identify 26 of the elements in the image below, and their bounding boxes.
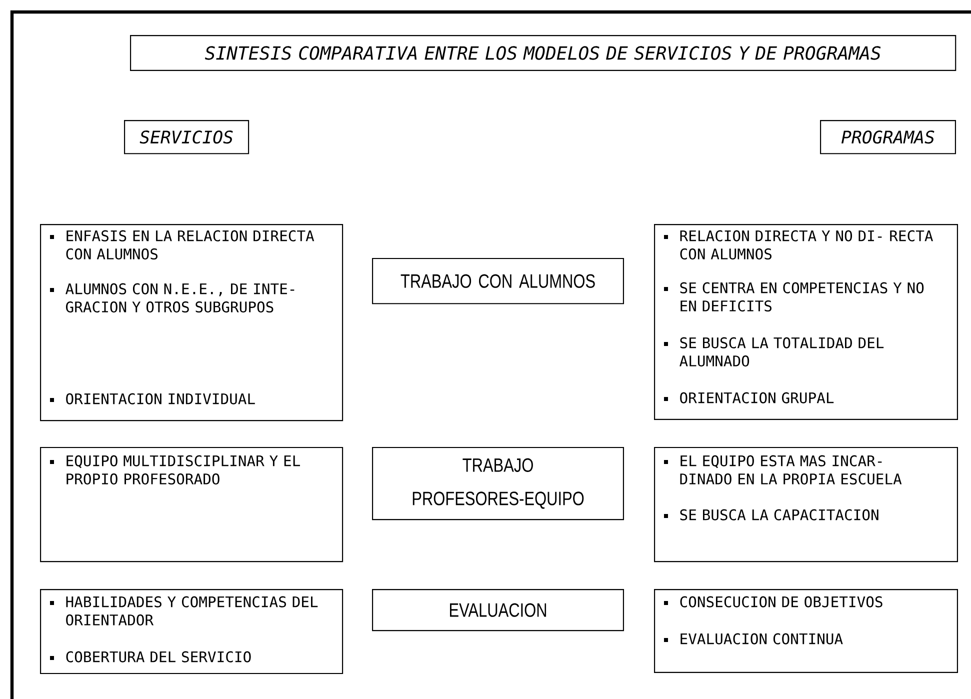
- list-box: [40, 447, 344, 562]
- list-item: RELACION DIRECTA Y NO DI- RECTA CON ALUMNOS: [664, 230, 933, 260]
- list-item: SE CENTRA EN COMPETENCIAS Y NO EN DEFICITS: [664, 282, 924, 312]
- list-box: [40, 224, 344, 422]
- list-item: ORIENTACION INDIVIDUAL: [50, 393, 255, 404]
- list-item: COBERTURA DEL SERVICIO: [50, 651, 251, 662]
- list-box: [654, 447, 958, 562]
- list-item: ORIENTACION GRUPAL: [664, 392, 834, 404]
- list-item: ALUMNOS CON N.E.E., DE INTE- GRACION Y OTROS SUBGRUPOS: [50, 283, 294, 312]
- category-box: EVALUACION: [372, 589, 624, 632]
- list-item: EQUIPO MULTIDISCIPLINAR Y EL PROPIO PROFESORADO: [50, 455, 300, 484]
- list-item: EVALUACION CONTINUA: [664, 633, 843, 644]
- list-item: CONSECUCION DE OBJETIVOS: [664, 596, 882, 608]
- column-heading-box: SERVICIOS: [124, 120, 250, 154]
- column-heading-box: PROGRAMAS: [820, 120, 956, 154]
- list-box: [654, 589, 958, 673]
- list-box: [654, 224, 958, 420]
- category-box: TRABAJO PROFESORES-EQUIPO: [372, 447, 624, 520]
- list-item: HABILIDADES Y COMPETENCIAS DEL ORIENTADOR: [50, 596, 318, 626]
- list-item: EL EQUIPO ESTA MAS INCAR- DINADO EN LA PROPIA ESCUELA: [664, 455, 902, 484]
- title-box: SINTESIS COMPARATIVA ENTRE LOS MODELOS DE SERVICIOS Y DE PROGRAMAS: [130, 35, 956, 71]
- category-box: TRABAJO CON ALUMNOS: [372, 258, 624, 304]
- list-box: [40, 589, 344, 674]
- list-item: ENFASIS EN LA RELACION DIRECTA CON ALUMNOS: [50, 230, 314, 260]
- list-item: SE BUSCA LA CAPACITACION: [664, 509, 878, 520]
- list-item: SE BUSCA LA TOTALIDAD DEL ALUMNADO: [664, 337, 884, 366]
